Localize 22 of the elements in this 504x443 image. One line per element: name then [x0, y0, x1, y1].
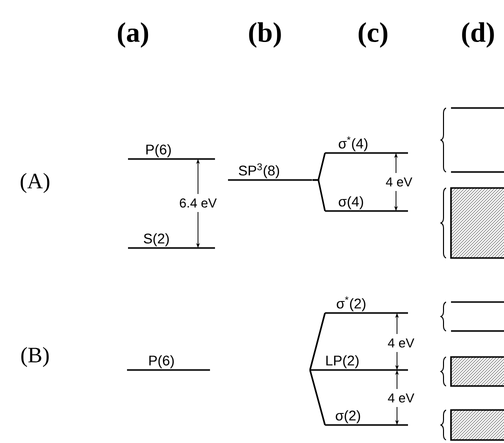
connector-line: [312, 179, 326, 212]
energy-level: P(6): [127, 355, 210, 371]
column-label: (c): [358, 22, 388, 48]
energy-level: σ(4): [325, 196, 408, 212]
energy-gap-label: 4 eV: [388, 393, 414, 403]
column-label: (b): [249, 22, 281, 48]
energy-level: P(6): [128, 144, 215, 160]
energy-gap-label: 4 eV: [388, 338, 414, 348]
energy-level: S(2): [128, 233, 215, 249]
energy-gap-label: 4 eV: [386, 177, 412, 187]
energy-level: σ(2): [325, 410, 408, 426]
energy-level: σ$^{*}$(4): [325, 136, 408, 154]
column-label: (a): [118, 22, 148, 48]
row-label: (A): [20, 173, 50, 193]
energy-level: LP(2): [310, 355, 408, 371]
column-label: (d): [462, 22, 494, 48]
energy-level: σ$^{*}$(2): [325, 296, 408, 314]
energy-gap-label: 6.4 eV: [180, 198, 217, 208]
row-label: (B): [21, 347, 49, 367]
energy-level: SP$^{3}$(8): [228, 163, 312, 181]
connector-line: [309, 370, 326, 426]
connector-line: [309, 312, 326, 370]
